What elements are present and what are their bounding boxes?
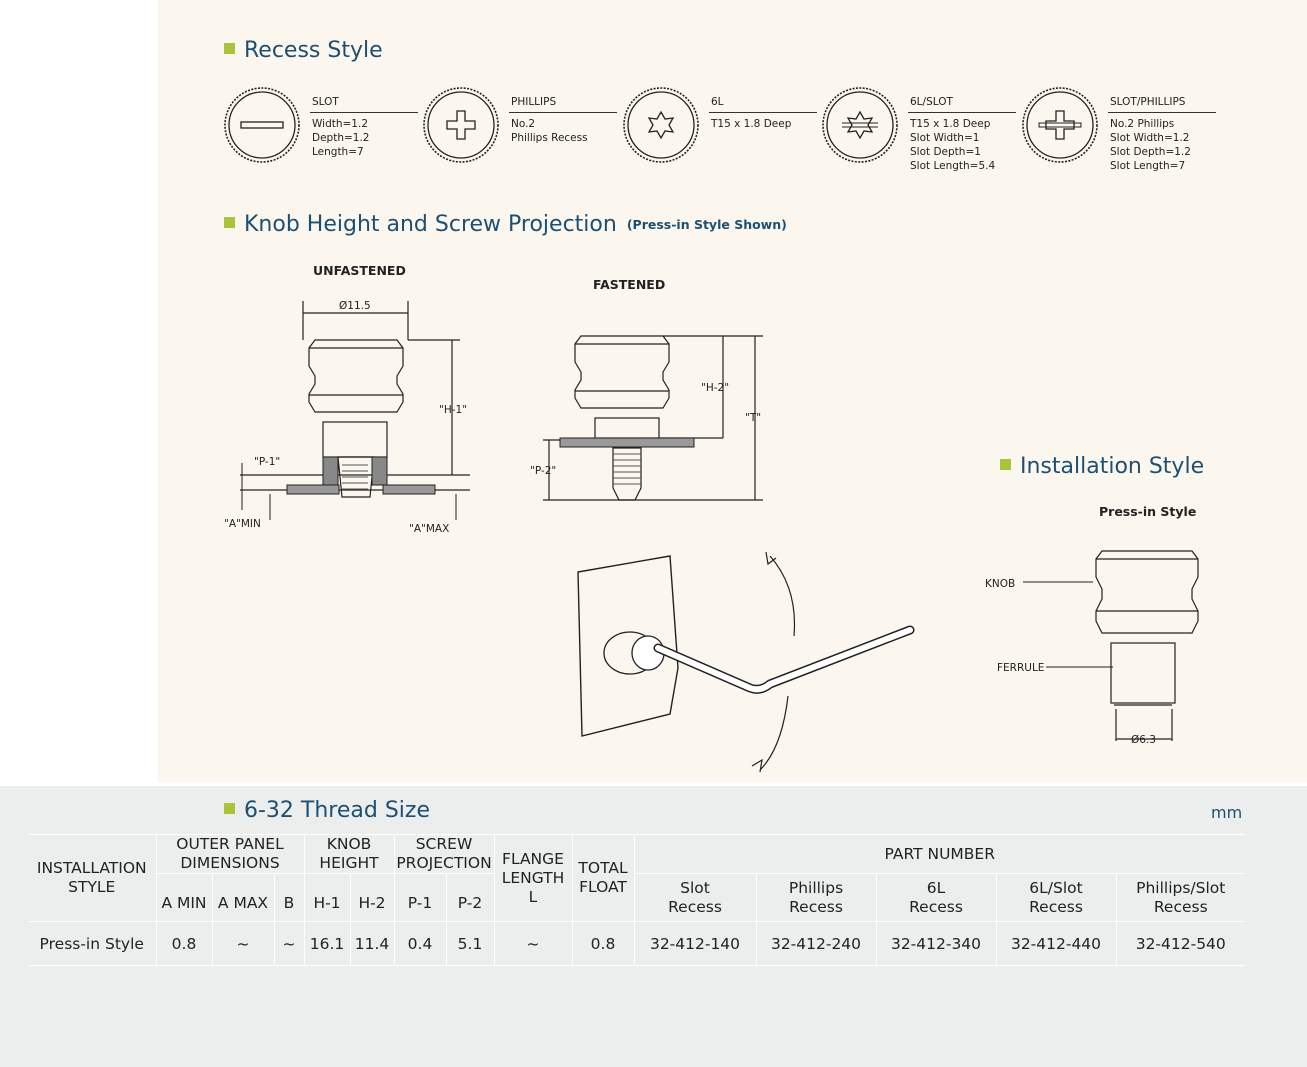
bullet-square-icon xyxy=(224,803,235,814)
slot-recess-icon xyxy=(224,87,300,163)
installation-illustration xyxy=(577,551,915,773)
drawing-panel xyxy=(158,0,1307,782)
p1-header: P-1 xyxy=(394,873,447,922)
phillips-recess-icon xyxy=(423,87,499,163)
a-max-header: A MAX xyxy=(212,873,275,922)
knob-label: KNOB xyxy=(985,578,1016,590)
t-label: "T" xyxy=(745,412,762,424)
installation-style-heading: Installation Style xyxy=(1000,454,1204,479)
unit-label: mm xyxy=(1211,803,1243,822)
amin-label: "A"MIN xyxy=(224,518,261,530)
p1-label: "P-1" xyxy=(254,456,281,468)
slot-phillips-recess-icon xyxy=(1022,87,1098,163)
unfastened-label: UNFASTENED xyxy=(313,263,406,278)
fastened-drawing xyxy=(543,335,763,501)
torx-slot-recess-icon xyxy=(822,87,898,163)
press-in-style-label: Press-in Style xyxy=(1099,504,1197,519)
bullet-square-icon xyxy=(224,43,235,54)
h1-label: "H-1" xyxy=(439,404,468,416)
a-min-header: A MIN xyxy=(156,873,213,922)
table-row: Press-in Style 0.8 ~ ~ 16.1 11.4 0.4 5.1… xyxy=(28,921,1245,966)
part-number-header: PART NUMBER xyxy=(884,844,995,863)
b-header: B xyxy=(274,873,305,922)
h2-label: "H-2" xyxy=(701,382,730,394)
unfastened-drawing xyxy=(240,301,470,520)
h2-header: H-2 xyxy=(350,873,395,922)
h1-header: H-1 xyxy=(304,873,351,922)
fastened-label: FASTENED xyxy=(593,277,666,292)
p2-label: "P-2" xyxy=(530,465,557,477)
amax-label: "A"MAX xyxy=(409,523,450,535)
thread-size-heading: 6-32 Thread Size xyxy=(224,798,430,823)
leader-lines xyxy=(1023,581,1113,668)
p2-header: P-2 xyxy=(446,873,495,922)
press-in-knob-drawing xyxy=(1095,550,1199,741)
knob-height-heading: Knob Height and Screw Projection(Press-i… xyxy=(224,212,787,237)
bullet-square-icon xyxy=(1000,459,1011,470)
dia-11-5-label: Ø11.5 xyxy=(339,300,371,312)
ferrule-label: FERRULE xyxy=(997,662,1045,674)
torx-recess-icon xyxy=(623,87,699,163)
dia-6-3-label: Ø6.3 xyxy=(1131,734,1156,746)
recess-style-heading: Recess Style xyxy=(224,38,383,63)
bullet-square-icon xyxy=(224,217,235,228)
